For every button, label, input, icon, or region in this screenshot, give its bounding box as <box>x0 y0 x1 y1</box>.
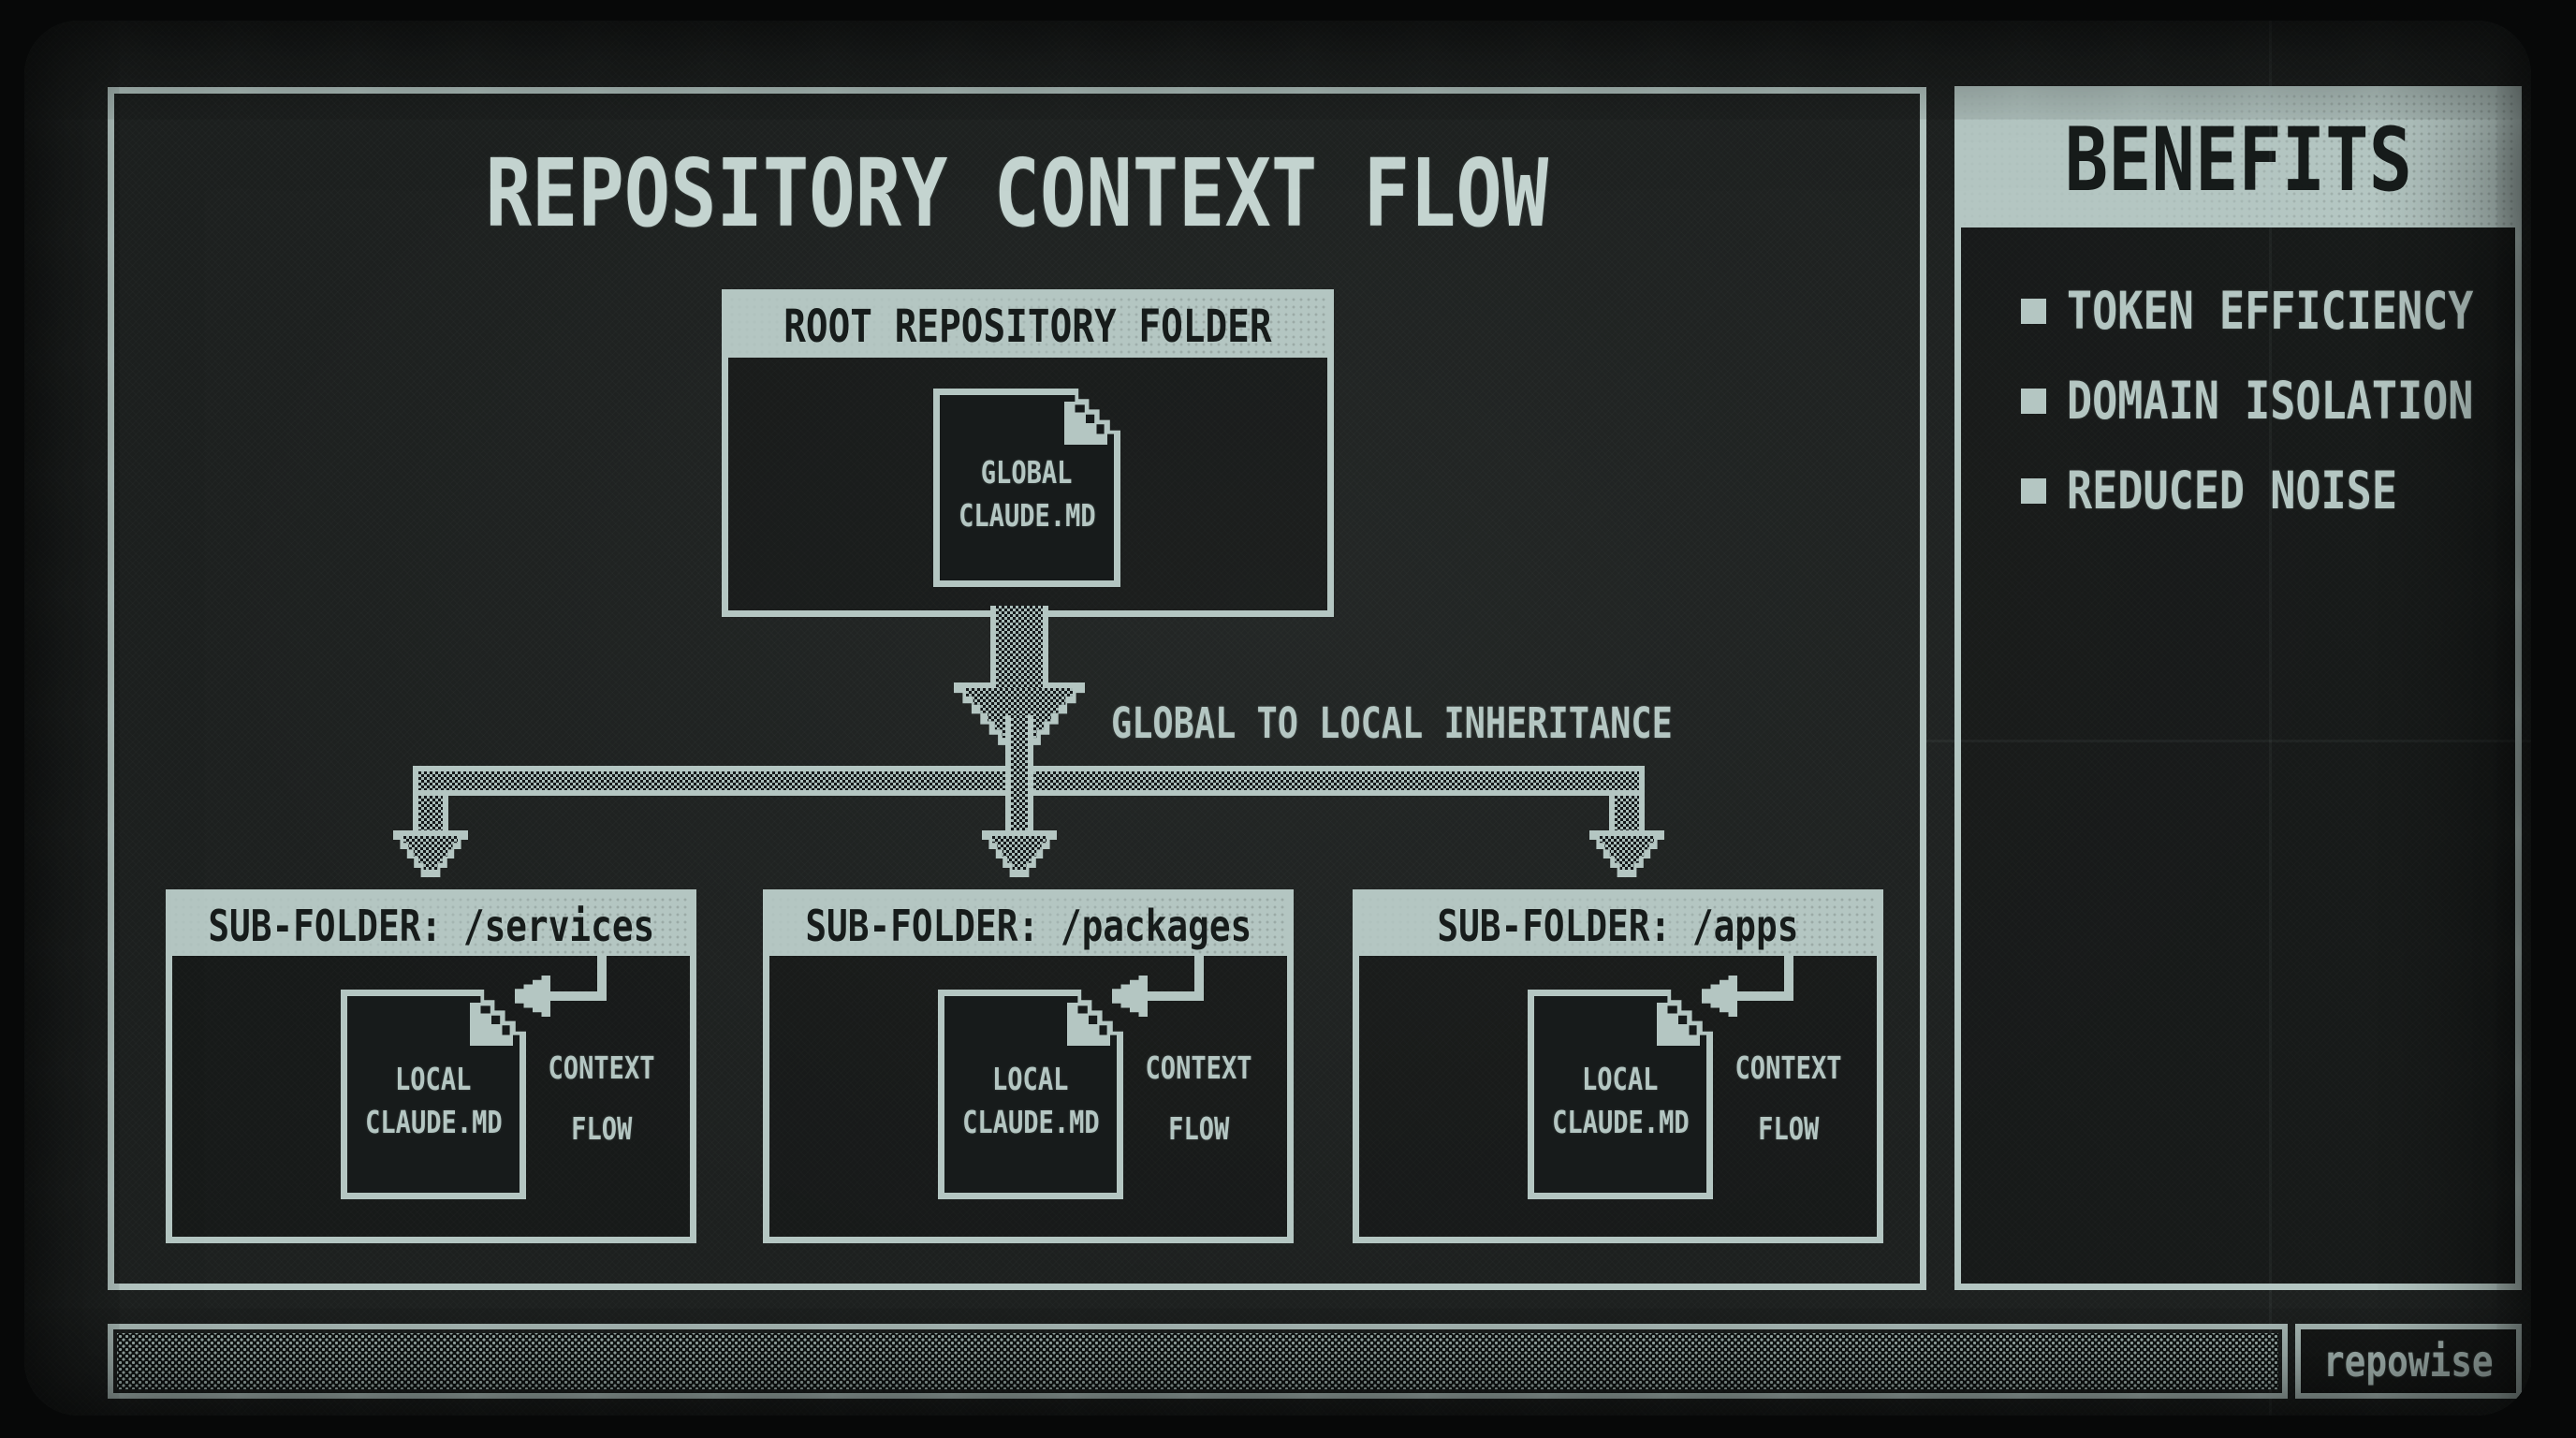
document-label: LOCAL CLAUDE.MD <box>938 990 1123 1199</box>
context-flow-label: CONTEXT FLOW <box>1115 1049 1283 1147</box>
square-bullet-icon <box>2021 298 2046 324</box>
root-folder-box: ROOT REPOSITORY FOLDER GLOBAL CLAUDE.MD <box>722 289 1334 617</box>
footer-dither-fill <box>117 1333 2278 1389</box>
local-claude-md-document-icon: LOCAL CLAUDE.MD <box>938 990 1123 1199</box>
subfolder-header: SUB-FOLDER: /apps <box>1359 896 1877 956</box>
context-flow-label-line1: CONTEXT <box>1145 1049 1253 1086</box>
document-label-line2: CLAUDE.MD <box>364 1104 503 1140</box>
subfolder-body: LOCAL CLAUDE.MD CONTEXT FLOW <box>769 956 1287 1237</box>
subfolder-box-packages: SUB-FOLDER: /packages LOCAL CLAUDE.MD <box>763 889 1294 1243</box>
document-label-line1: LOCAL <box>992 1061 1069 1097</box>
context-flow-line-horizontal <box>1144 991 1204 1001</box>
context-flow-label-line1: CONTEXT <box>548 1049 656 1086</box>
context-flow-label: CONTEXT FLOW <box>1705 1049 1873 1147</box>
document-label-line2: CLAUDE.MD <box>958 497 1096 534</box>
document-label: GLOBAL CLAUDE.MD <box>933 389 1120 587</box>
context-flow-label-line1: CONTEXT <box>1734 1049 1843 1086</box>
root-folder-header: ROOT REPOSITORY FOLDER <box>728 296 1327 358</box>
benefit-item-reduced-noise: REDUCED NOISE <box>1961 461 2515 521</box>
context-flow-label-line2: FLOW <box>571 1110 633 1147</box>
document-label-line2: CLAUDE.MD <box>1551 1104 1690 1140</box>
context-flow-label-line2: FLOW <box>1168 1110 1230 1147</box>
document-label-line2: CLAUDE.MD <box>961 1104 1100 1140</box>
branch-arrowhead-left <box>393 830 468 877</box>
subfolder-body: LOCAL CLAUDE.MD CONTEXT FLOW <box>172 956 690 1237</box>
page-title-text: REPOSITORY CONTEXT FLOW <box>485 139 1549 248</box>
subfolder-header: SUB-FOLDER: /services <box>172 896 690 956</box>
context-flow-line-horizontal <box>1734 991 1793 1001</box>
local-claude-md-document-icon: LOCAL CLAUDE.MD <box>1528 990 1713 1199</box>
subfolder-box-apps: SUB-FOLDER: /apps LOCAL CLAUDE.MD <box>1353 889 1883 1243</box>
benefits-header: BENEFITS <box>1961 93 2515 227</box>
document-label-line1: LOCAL <box>395 1061 472 1097</box>
footer-status-bar <box>108 1324 2288 1399</box>
local-claude-md-document-icon: LOCAL CLAUDE.MD <box>341 990 526 1199</box>
context-flow-line-vertical <box>597 956 607 1000</box>
document-label: LOCAL CLAUDE.MD <box>341 990 526 1199</box>
subfolder-header-text: SUB-FOLDER: /apps <box>1437 901 1799 951</box>
context-flow-line-vertical <box>1194 956 1204 1000</box>
inheritance-label-text: GLOBAL TO LOCAL INHERITANCE <box>1111 698 1673 748</box>
context-flow-label-line2: FLOW <box>1758 1110 1820 1147</box>
benefits-panel: BENEFITS TOKEN EFFICIENCY DOMAIN ISOLATI… <box>1954 86 2522 1290</box>
benefits-header-text: BENEFITS <box>2064 109 2412 212</box>
branch-arrowhead-right <box>1589 830 1664 877</box>
document-label: LOCAL CLAUDE.MD <box>1528 990 1713 1199</box>
subfolder-header-text: SUB-FOLDER: /packages <box>805 901 1251 951</box>
benefit-item-label: TOKEN EFFICIENCY <box>2067 281 2474 341</box>
root-folder-header-text: ROOT REPOSITORY FOLDER <box>783 301 1272 353</box>
diagram-panel: REPOSITORY CONTEXT FLOW ROOT REPOSITORY … <box>108 87 1926 1290</box>
context-flow-line-horizontal <box>547 991 607 1001</box>
subfolder-header: SUB-FOLDER: /packages <box>769 896 1287 956</box>
context-flow-line-vertical <box>1784 956 1793 1000</box>
subfolder-header-text: SUB-FOLDER: /services <box>208 901 654 951</box>
benefit-item-token-efficiency: TOKEN EFFICIENCY <box>1961 281 2515 341</box>
square-bullet-icon <box>2021 388 2046 414</box>
brand-box: repowise <box>2295 1324 2522 1399</box>
benefit-item-label: REDUCED NOISE <box>2067 461 2397 521</box>
benefit-item-label: DOMAIN ISOLATION <box>2067 371 2474 431</box>
inheritance-label: GLOBAL TO LOCAL INHERITANCE <box>1111 698 1796 748</box>
context-flow-label: CONTEXT FLOW <box>518 1049 686 1147</box>
branch-arrowhead-middle <box>982 830 1057 877</box>
global-claude-md-document-icon: GLOBAL CLAUDE.MD <box>933 389 1120 587</box>
document-label-line1: GLOBAL <box>981 454 1073 491</box>
document-label-line1: LOCAL <box>1582 1061 1659 1097</box>
branch-leg-middle <box>1005 715 1033 835</box>
square-bullet-icon <box>2021 477 2046 504</box>
page-title: REPOSITORY CONTEXT FLOW <box>114 139 1920 248</box>
screen: REPOSITORY CONTEXT FLOW ROOT REPOSITORY … <box>24 21 2531 1416</box>
subfolder-box-services: SUB-FOLDER: /services LOCAL CLAUDE.MD <box>166 889 696 1243</box>
inheritance-arrow-shaft <box>990 606 1048 688</box>
brand-label: repowise <box>2323 1336 2494 1387</box>
root-folder-body: GLOBAL CLAUDE.MD <box>728 358 1327 610</box>
subfolder-body: LOCAL CLAUDE.MD CONTEXT FLOW <box>1359 956 1877 1237</box>
benefit-item-domain-isolation: DOMAIN ISOLATION <box>1961 371 2515 431</box>
